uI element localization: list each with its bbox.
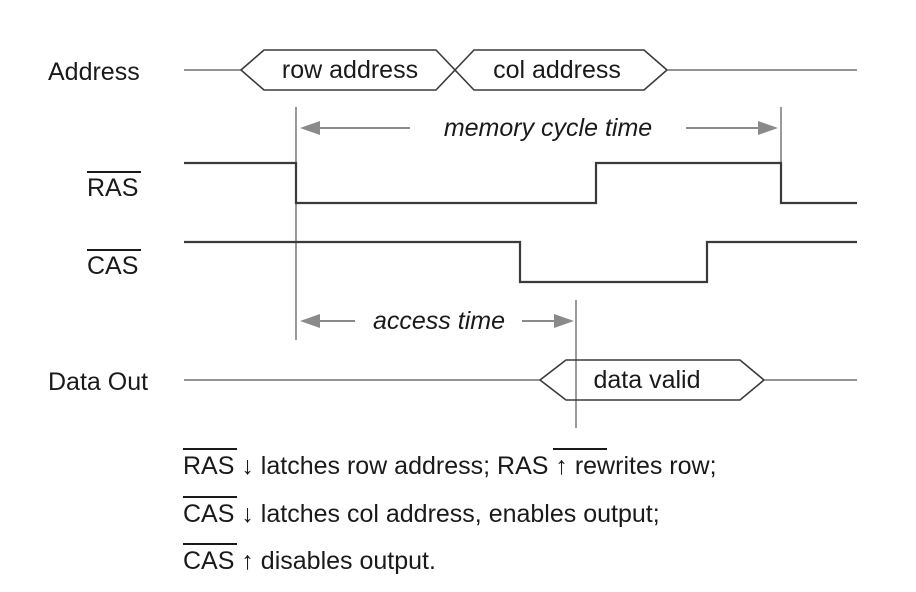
note-line-1: RAS ↓ latches row address; RAS ↑ rewrite… bbox=[183, 452, 717, 480]
col-address-text: col address bbox=[493, 56, 621, 84]
cas-label: CAS bbox=[87, 252, 138, 280]
notes-block: RAS ↓ latches row address; RAS ↑ rewrite… bbox=[183, 448, 717, 575]
note-1-text-b: ↑ rewrites row; bbox=[548, 452, 716, 480]
memory-cycle-time-label: memory cycle time bbox=[444, 114, 652, 142]
note-2-text: ↓ latches col address, enables output; bbox=[234, 500, 659, 528]
note-1-signal-ras-2: RAS bbox=[497, 452, 548, 480]
ras-label: RAS bbox=[87, 174, 138, 202]
access-time-arrow-right-head bbox=[554, 314, 574, 328]
note-3-text: ↑ disables output. bbox=[234, 547, 436, 575]
note-line-3: CAS ↑ disables output. bbox=[183, 547, 436, 575]
access-time-label: access time bbox=[373, 307, 505, 335]
address-label: Address bbox=[48, 58, 140, 86]
note-3-signal-cas: CAS bbox=[183, 547, 234, 575]
access-time-arrow-left-head bbox=[300, 314, 320, 328]
cas-waveform bbox=[184, 240, 857, 284]
note-line-2: CAS ↓ latches col address, enables outpu… bbox=[183, 500, 660, 528]
memory-cycle-arrow-left-head bbox=[300, 121, 320, 135]
row-address-text: row address bbox=[282, 56, 418, 84]
note-1-text-a: ↓ latches row address; bbox=[234, 452, 497, 480]
data-valid-text: data valid bbox=[593, 366, 700, 394]
ras-waveform bbox=[184, 161, 857, 205]
memory-cycle-arrow-right-head bbox=[758, 121, 778, 135]
data-out-label: Data Out bbox=[48, 368, 148, 396]
note-2-signal-cas: CAS bbox=[183, 500, 234, 528]
note-1-signal-ras: RAS bbox=[183, 452, 234, 480]
